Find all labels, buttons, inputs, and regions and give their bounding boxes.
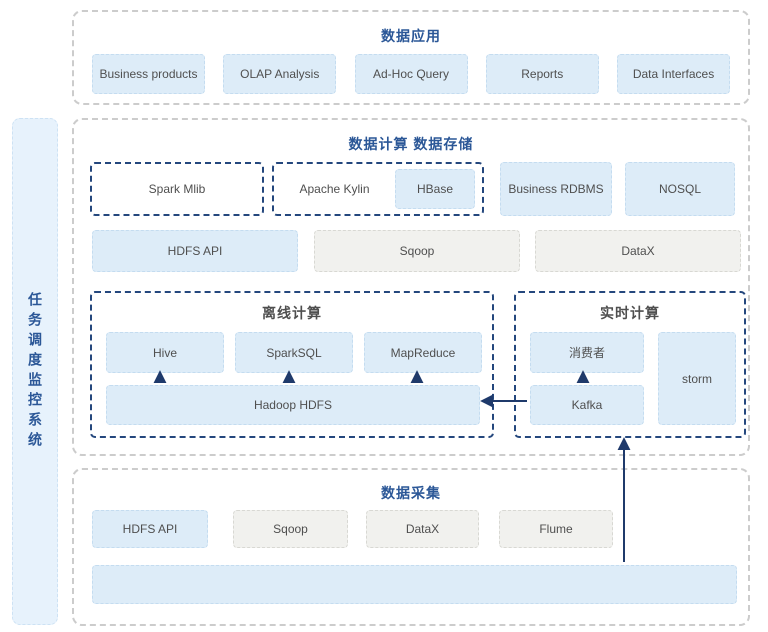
section-data-application: 数据应用 Business products OLAP Analysis Ad-… [72,10,750,105]
sidebar-task-scheduler-label: 任务调度监控系统 [27,291,43,452]
node-reports: Reports [485,54,599,94]
node-hbase: HBase [395,169,475,209]
node-datax-mid: DataX [535,230,741,272]
node-storm: storm [658,332,736,425]
node-olap-analysis: OLAP Analysis [223,54,337,94]
node-adhoc-query: Ad-Hoc Query [354,54,468,94]
node-apache-kylin-label: Apache Kylin [299,182,370,196]
node-hdfs-api-bottom: HDFS API [92,510,208,548]
node-flume-bottom: Flume [499,510,613,548]
node-business-products: Business products [92,54,205,94]
node-hdfs-api-mid: HDFS API [92,230,298,272]
node-hive: Hive [106,332,224,373]
section-data-compute-storage: 数据计算 数据存储 Spark Mlib Apache Kylin HBase … [72,118,750,456]
section-data-compute-storage-title: 数据计算 数据存储 [348,136,474,152]
data-application-row: Business products OLAP Analysis Ad-Hoc Q… [92,54,730,94]
group-offline-computing-title: 离线计算 [262,305,322,321]
node-sqoop-mid: Sqoop [314,230,520,272]
group-apache-kylin: Apache Kylin HBase [272,162,484,216]
group-realtime-computing-title: 实时计算 [600,305,660,321]
group-offline-computing: 离线计算 Hive SparkSQL MapReduce Hadoop HDFS [90,291,494,438]
node-mapreduce: MapReduce [364,332,482,373]
section-data-application-title: 数据应用 [381,28,441,44]
node-consumer: 消费者 [530,332,644,373]
section-data-collection: 数据采集 HDFS API Sqoop DataX Flume [72,468,750,626]
node-data-interfaces: Data Interfaces [617,54,730,94]
node-business-rdbms: Business RDBMS [500,162,612,216]
sidebar-task-scheduler: 任务调度监控系统 [12,118,58,625]
node-kafka: Kafka [530,385,644,425]
offline-engines-row: Hive SparkSQL MapReduce [106,332,482,373]
collection-source-bar [92,565,737,604]
group-realtime-computing: 实时计算 消费者 storm Kafka [514,291,746,438]
node-datax-bottom: DataX [366,510,479,548]
node-sparksql: SparkSQL [235,332,353,373]
node-nosql: NOSQL [625,162,735,216]
node-spark-mlib: Spark Mlib [90,162,264,216]
node-hadoop-hdfs: Hadoop HDFS [106,385,480,425]
node-sqoop-bottom: Sqoop [233,510,348,548]
section-data-collection-title: 数据采集 [381,485,441,501]
